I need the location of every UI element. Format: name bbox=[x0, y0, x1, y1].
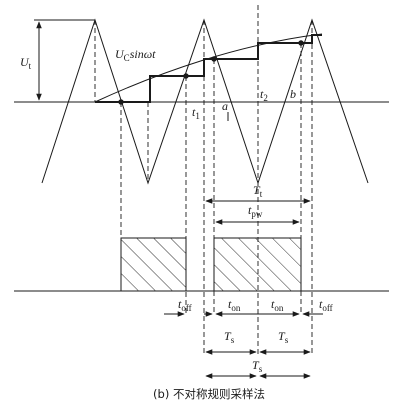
toff-label-left: toff bbox=[178, 297, 192, 313]
t2-label: t2 bbox=[260, 87, 268, 103]
tt-label: Tt bbox=[253, 183, 263, 199]
sine-modulating-wave bbox=[94, 33, 323, 103]
sine-label: UCsinωt bbox=[115, 47, 156, 63]
toff-label-right: toff bbox=[319, 297, 333, 313]
t1-label: t1 bbox=[192, 105, 200, 121]
pwm-pulse bbox=[120, 237, 187, 292]
ut-label: Ut bbox=[20, 55, 32, 71]
ts-label-left: Ts bbox=[224, 329, 235, 345]
ton-label-right: ton bbox=[271, 297, 284, 313]
figure-caption: (b) 不对称规则采样法 bbox=[153, 387, 265, 401]
tpw-label: tpw bbox=[248, 203, 263, 219]
b-label: b bbox=[290, 87, 296, 101]
ts-label-right: Ts bbox=[278, 329, 289, 345]
ts-label-bottom: Ts bbox=[252, 358, 263, 374]
pwm-pulse bbox=[213, 237, 302, 292]
ton-label-left: ton bbox=[228, 297, 241, 313]
a-label: a bbox=[222, 99, 228, 113]
